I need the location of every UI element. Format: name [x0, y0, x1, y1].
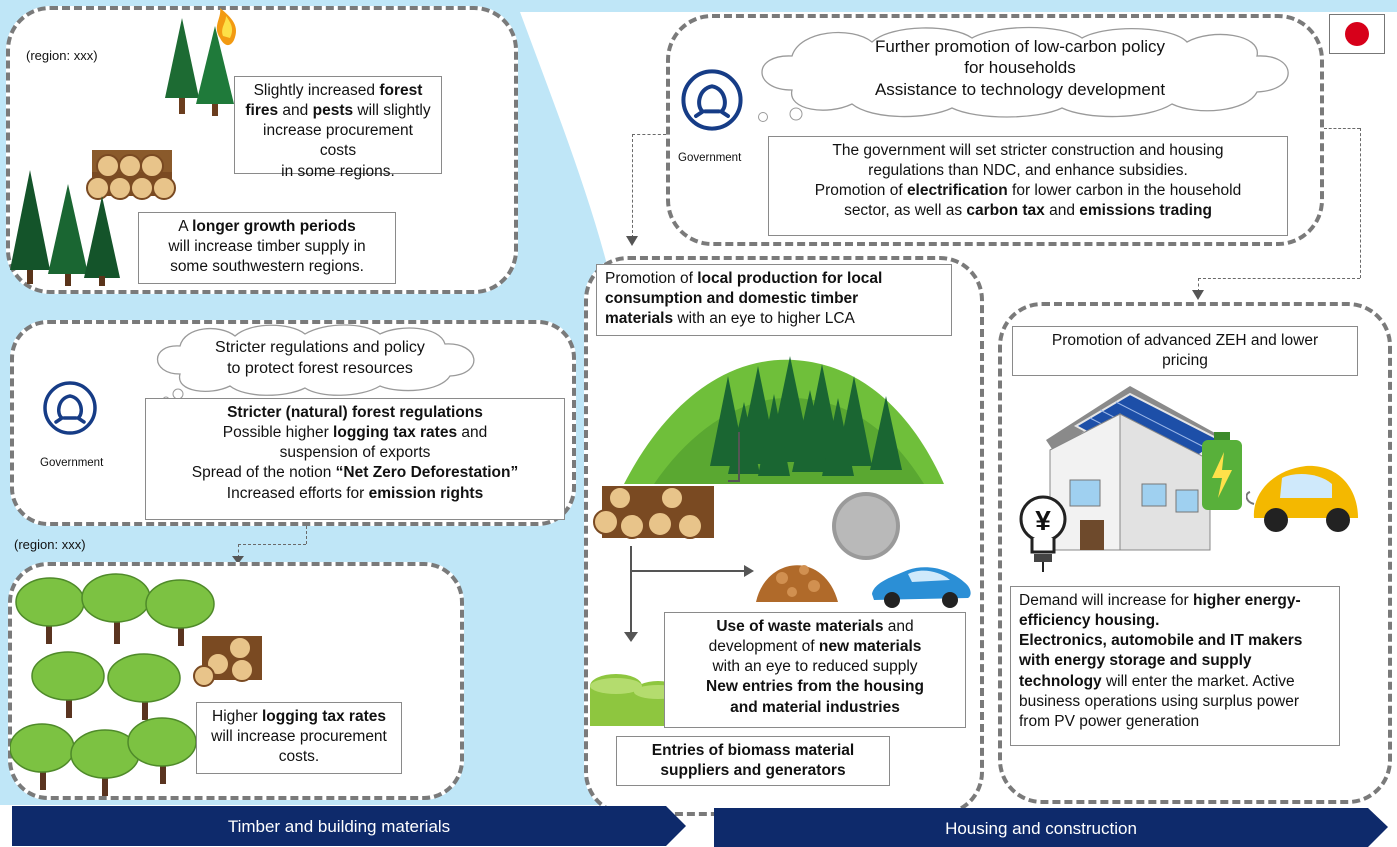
lightbulb-icon [1019, 495, 1067, 572]
housing-cloud-text: Further promotion of low-carbon policy f… [874, 37, 1166, 99]
region-label-top: (region: xxx) [26, 48, 98, 63]
arrow-head-mid [626, 236, 638, 246]
connector-right-v2 [1198, 278, 1199, 292]
local-production-callout: Promotion of local production for local … [596, 264, 952, 336]
connector-right-h [1324, 128, 1360, 129]
arrow-logs-right [630, 570, 746, 572]
conifer-trees-illustration [10, 170, 120, 286]
government-label-left: Government [40, 457, 104, 469]
region-label-mid: (region: xxx) [14, 537, 86, 552]
connector-mid-v [632, 134, 633, 238]
forest-regulations-callout: Stricter (natural) forest regulations Po… [145, 398, 565, 520]
arrow-head-logs-down [624, 632, 638, 642]
banner-left-shape [12, 806, 686, 846]
banner-right-label: Housing and construction [945, 819, 1137, 838]
arrow-logs-down [630, 546, 632, 638]
banner-left-label: Timber and building materials [227, 817, 451, 836]
waste-materials-callout: Use of waste materials and development o… [664, 612, 966, 728]
arrow-forest-to-logs-h [728, 480, 740, 482]
yen-symbol: ¥ [1035, 505, 1051, 536]
banner-right-shape [714, 808, 1388, 847]
government-icon-right [681, 69, 743, 131]
zeh-callout: Promotion of advanced ZEH and lower pric… [1012, 326, 1358, 376]
log-pile-illustration [593, 486, 714, 539]
government-icon [43, 381, 97, 435]
policy-cloud-text: Stricter regulations and policy to prote… [215, 339, 425, 377]
material-sample-circle [832, 492, 900, 560]
wood-chips-illustration [756, 565, 838, 602]
cloud-bubble-small [758, 112, 768, 122]
car-illustration-blue [872, 567, 971, 608]
connector-right-v [1360, 128, 1361, 278]
government-label-right: Government [678, 152, 742, 164]
arrow-head-left [232, 556, 244, 564]
demand-callout: Demand will increase for higher energy- … [1010, 586, 1340, 746]
arrow-head-right [1192, 290, 1204, 300]
electric-car-illustration [1246, 465, 1358, 532]
arrow-head-logs-right [744, 565, 754, 577]
japan-flag-icon [1329, 14, 1385, 54]
battery-icon [1202, 432, 1242, 510]
broadleaf-trees-illustration [10, 573, 215, 796]
logs-illustration-small [193, 636, 262, 687]
logs-illustration [86, 150, 176, 200]
connector-left-down [306, 526, 307, 544]
zeh-house-illustration [1046, 386, 1224, 551]
housing-regulations-callout: The government will set stricter constru… [768, 136, 1288, 236]
forest-hill-illustration [624, 356, 944, 484]
forest-fires-callout: Slightly increased forest fires and pest… [234, 76, 442, 180]
connector-left-down2 [238, 544, 239, 558]
connector-mid-h [632, 134, 666, 135]
biomass-callout: Entries of biomass material suppliers an… [616, 736, 890, 786]
policy-thought-cloud [156, 324, 475, 402]
housing-policy-cloud [761, 26, 1289, 121]
connector-right-h2 [1198, 278, 1360, 279]
burning-trees-illustration [165, 8, 237, 116]
logging-tax-callout: Higher logging tax rates will increase p… [196, 702, 402, 774]
growth-period-callout: A longer growth periods will increase ti… [138, 212, 396, 284]
connector-left-h [238, 544, 306, 545]
arrow-forest-to-logs [738, 432, 740, 482]
